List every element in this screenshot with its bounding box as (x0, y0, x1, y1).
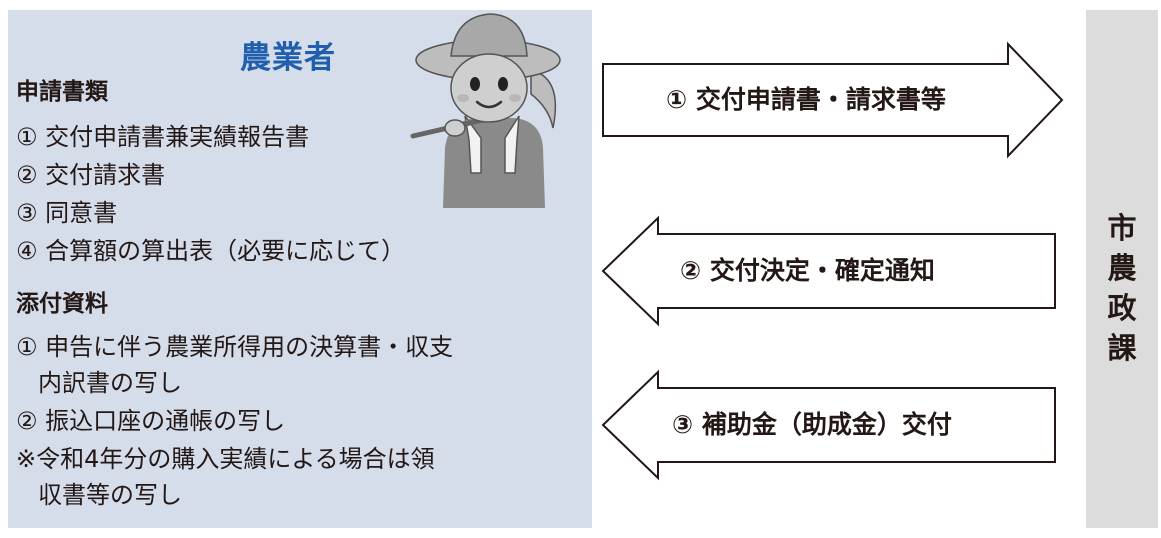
flow-label-application: ① 交付申請書・請求書等 (666, 85, 946, 114)
attach-heading: 添付資料 (16, 291, 108, 317)
farmer-panel: 農業者 申請書類 ① 交付申請書兼実績報告書 ② 交付請求書 ③ 同意書 ④ 合… (8, 10, 592, 528)
flow-label-decision: ② 交付決定・確定通知 (680, 256, 935, 285)
doc-item-2: ② 交付請求書 (16, 161, 166, 189)
attach-note: ※令和4年分の購入実績による場合は領 (16, 445, 435, 473)
doc-item-3: ③ 同意書 (16, 199, 118, 227)
farmer-title: 農業者 (240, 40, 336, 76)
agriculture-office-box: 市 農 政 課 (1086, 10, 1158, 528)
arrow-left-payment (601, 369, 1056, 481)
doc-item-4: ④ 合算額の算出表（必要に応じて） (16, 237, 406, 265)
office-char-1: 市 (1107, 211, 1137, 245)
attach-item-1: ① 申告に伴う農業所得用の決算書・収支 (16, 333, 454, 361)
doc-item-1: ① 交付申請書兼実績報告書 (16, 123, 310, 151)
flow-label-payment: ③ 補助金（助成金）交付 (672, 410, 952, 439)
docs-heading: 申請書類 (16, 79, 108, 105)
agriculture-office-label: 市 農 政 課 (1086, 208, 1158, 368)
office-char-4: 課 (1107, 331, 1137, 365)
attach-item-2: ② 振込口座の通帳の写し (16, 407, 286, 435)
farmer-illustration (410, 13, 561, 208)
office-char-3: 政 (1107, 291, 1137, 325)
attach-item-1-cont: 内訳書の写し (38, 369, 182, 397)
attach-note-cont: 収書等の写し (38, 481, 182, 509)
arrow-left-decision (601, 215, 1056, 327)
arrow-right-application (602, 41, 1064, 159)
office-char-2: 農 (1107, 251, 1137, 285)
